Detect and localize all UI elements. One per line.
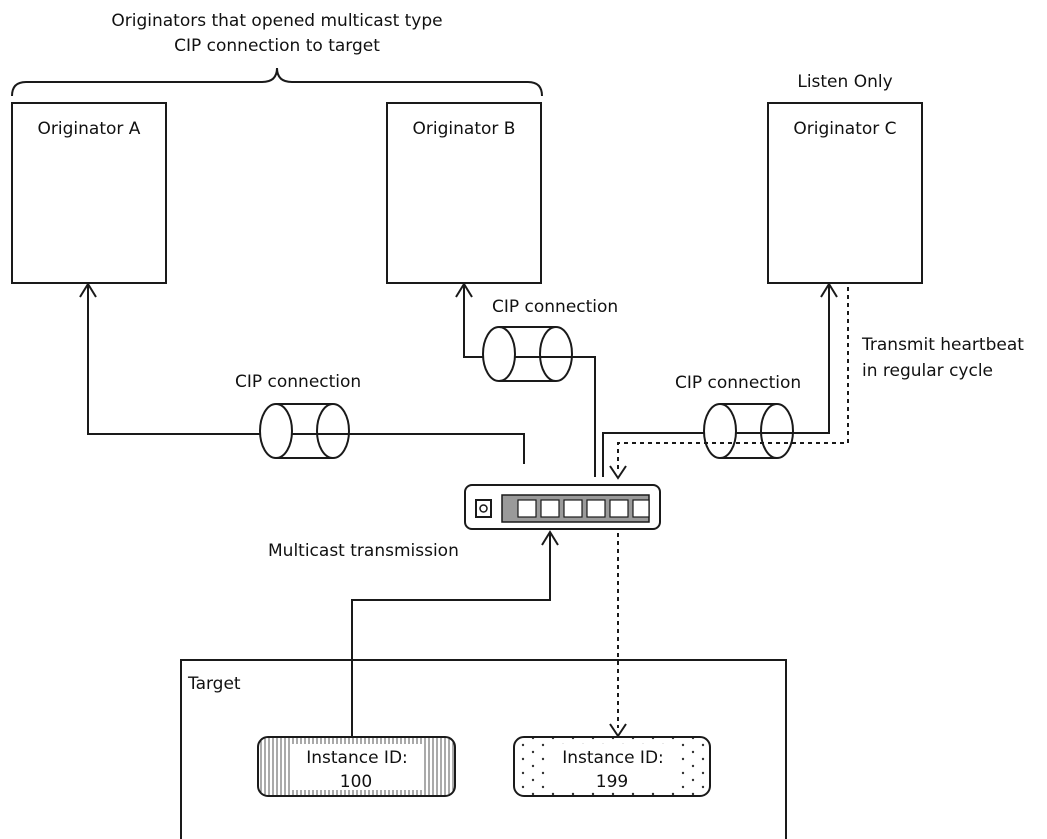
originator-b-label: Originator B bbox=[413, 119, 516, 139]
cip-connection-cylinder-b bbox=[482, 325, 573, 383]
arrow-head-a bbox=[79, 282, 97, 298]
originators-brace bbox=[11, 67, 543, 97]
heartbeat-line-1: Transmit heartbeat bbox=[861, 335, 1024, 355]
cip-connection-label-c: CIP connection bbox=[675, 373, 801, 393]
cip-connection-cylinder-a bbox=[259, 402, 350, 460]
arrow-head-b bbox=[455, 282, 473, 298]
listen-only-label: Listen Only bbox=[797, 72, 892, 92]
instance-100-line-2: 100 bbox=[340, 772, 372, 792]
originator-c-box bbox=[767, 102, 923, 284]
originator-b-box bbox=[386, 102, 542, 284]
cip-connection-label-b: CIP connection bbox=[492, 297, 618, 317]
connection-line-a bbox=[87, 285, 525, 464]
arrow-head-c bbox=[820, 282, 838, 298]
instance-199-line-2: 199 bbox=[596, 772, 628, 792]
originator-a-label: Originator A bbox=[38, 119, 141, 139]
heartbeat-line-2: in regular cycle bbox=[862, 361, 993, 381]
heartbeat-arrow-head bbox=[609, 465, 627, 480]
multicast-arrow-head bbox=[541, 530, 559, 546]
cip-connection-label-a: CIP connection bbox=[235, 372, 361, 392]
originator-c-label: Originator C bbox=[793, 119, 896, 139]
network-switch bbox=[464, 484, 661, 530]
connection-line-b bbox=[463, 285, 596, 477]
target-label: Target bbox=[187, 674, 241, 694]
multicast-transmission-label: Multicast transmission bbox=[268, 541, 459, 561]
cip-connection-cylinder-c bbox=[703, 402, 794, 460]
multicast-line bbox=[351, 533, 551, 737]
originator-a-box bbox=[11, 102, 167, 284]
instance-100-line-1: Instance ID: bbox=[306, 748, 408, 768]
header-line-1: Originators that opened multicast type bbox=[111, 11, 442, 31]
header-line-2: CIP connection to target bbox=[174, 36, 380, 56]
instance-199-line-1: Instance ID: bbox=[562, 748, 664, 768]
